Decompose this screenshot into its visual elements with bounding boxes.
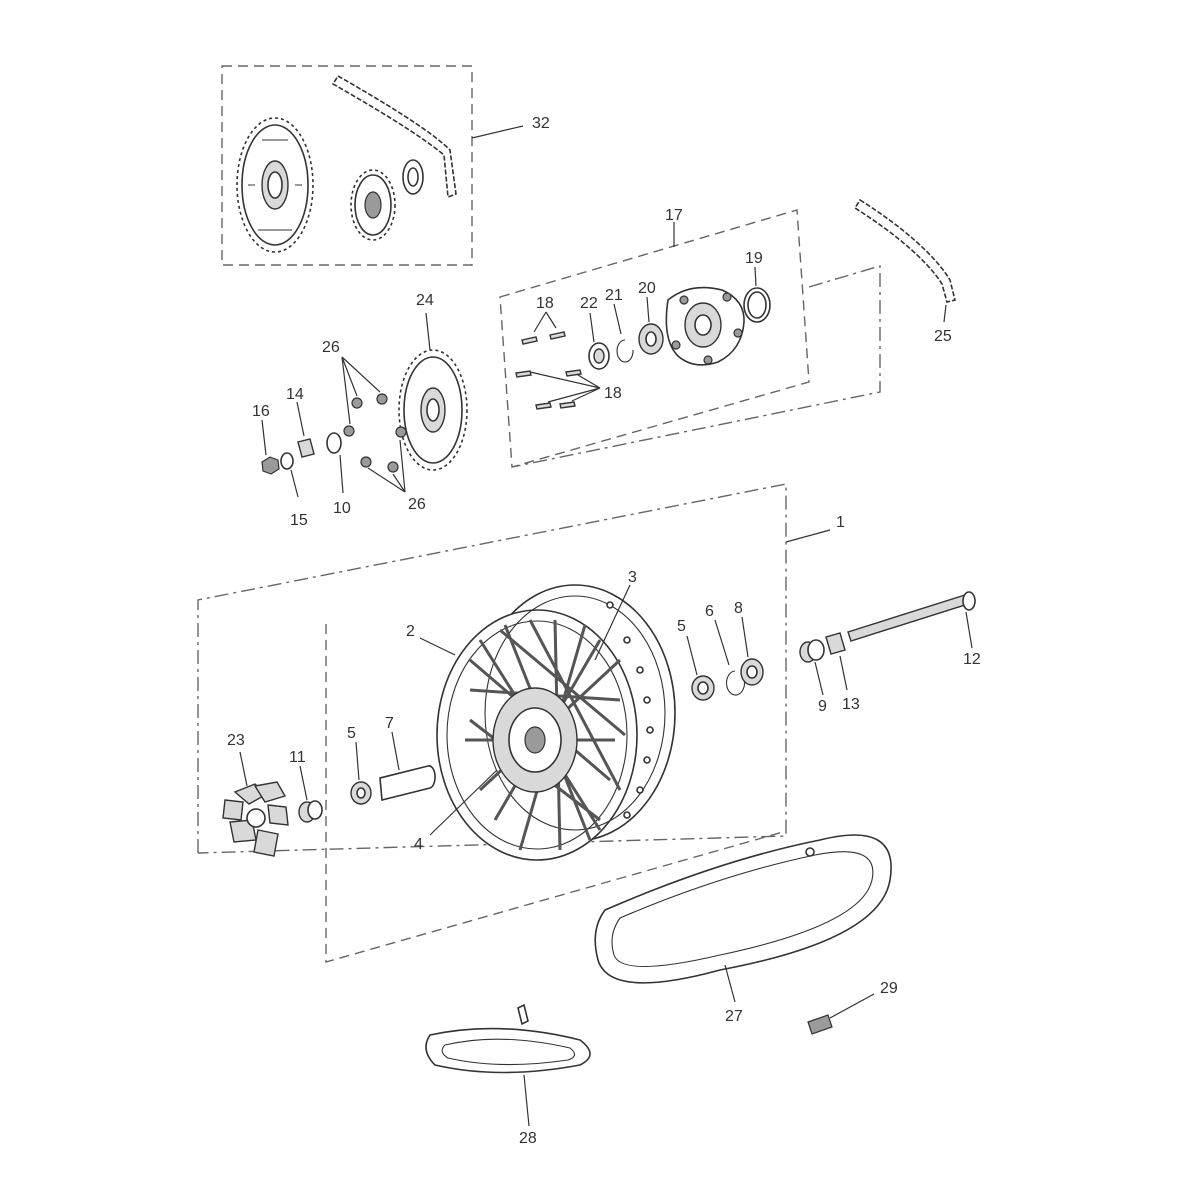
callout-27: 27 [725,1008,743,1025]
wheel-1-group: 1 2 3 4 [197,483,845,963]
adjuster-14 [297,438,315,458]
sprocket-nuts-26 [343,393,407,473]
tyre-27-group: 27 [594,834,892,1025]
valve-cap-29 [807,1014,833,1035]
spacer-10 [326,432,342,454]
callout-29: 29 [880,980,898,997]
sprocket-fastener-group: 24 26 26 10 14 15 16 [252,292,468,529]
seal-8 [740,658,764,686]
carrier-17-dashed-box [499,209,810,468]
callout-2: 2 [406,623,415,640]
callout-26-bottom: 26 [408,496,426,513]
chain-25-group: 25 [853,198,956,345]
callout-11: 11 [289,749,306,766]
callout-4: 4 [414,836,423,853]
circlip-6 [725,670,746,696]
callout-16: 16 [252,403,270,420]
carrier-reference-line [511,265,881,468]
carrier-studs [515,331,582,410]
rear-axle-12 [847,594,969,642]
callout-22: 22 [580,295,598,312]
callout-5-left: 5 [347,725,356,742]
callout-26-top: 26 [322,339,340,356]
axle-spacer-9 [799,639,825,663]
spoked-rear-wheel [436,584,676,861]
washer-15 [280,452,294,470]
kit-front-sprocket [350,169,396,241]
kit-32-dashed-box [221,65,473,266]
cush-drive-group: 23 11 [222,732,323,857]
callout-7: 7 [385,715,394,732]
callout-10: 10 [333,500,351,517]
bearing-spacer-7 [379,765,436,802]
kit-32-group: 32 [221,65,550,266]
inner-tube-28-group: 28 [425,1003,591,1147]
callout-5-right: 5 [677,618,686,635]
wheel-hub [492,687,578,793]
axle-group: 12 9 13 [799,591,981,715]
sprocket-carrier-hub [665,286,745,366]
callout-32: 32 [532,115,550,132]
kit-washer [402,159,424,195]
callout-13: 13 [842,696,860,713]
callout-24: 24 [416,292,434,309]
kit-rear-sprocket [236,117,314,253]
callout-18-top: 18 [536,295,554,312]
carrier-bearing-20 [638,323,664,355]
drive-chain-25 [853,198,956,303]
callout-15: 15 [290,512,308,529]
carrier-spacer-22 [588,342,610,370]
wheel-1-inner-dashed [325,624,784,963]
callout-12: 12 [963,651,981,668]
rear-sprocket-24 [398,349,468,471]
kit-drive-chain [331,74,457,199]
callout-28: 28 [519,1130,537,1147]
callout-18-bottom: 18 [604,385,622,402]
callout-6: 6 [705,603,714,620]
carrier-ring-19 [743,287,771,323]
callout-3: 3 [628,569,637,586]
callout-23: 23 [227,732,245,749]
tyre-27 [594,834,892,984]
callout-9: 9 [818,698,827,715]
callout-21: 21 [605,287,623,304]
wheel-1-outer-line [197,483,787,854]
inner-tube-28 [425,1027,591,1074]
callout-19: 19 [745,250,763,267]
tube-valve [517,1003,529,1026]
valve-cap-29-group: 29 [807,980,898,1035]
wheel-bearing-right [691,675,715,701]
callout-20: 20 [638,280,656,297]
callout-17: 17 [665,207,683,224]
cush-drive-rubbers-23 [222,781,289,857]
callout-8: 8 [734,600,743,617]
wheel-bearing-left [350,781,372,805]
rim-holes [606,601,654,819]
callout-14: 14 [286,386,304,403]
carrier-17-group: 17 18 18 22 21 20 [499,207,810,468]
callout-1: 1 [836,514,845,531]
carrier-circlip-21 [616,339,634,363]
nut-16 [261,456,280,475]
spacer-11 [298,800,323,823]
chain-adjuster-13 [825,632,846,655]
callout-25: 25 [934,328,952,345]
